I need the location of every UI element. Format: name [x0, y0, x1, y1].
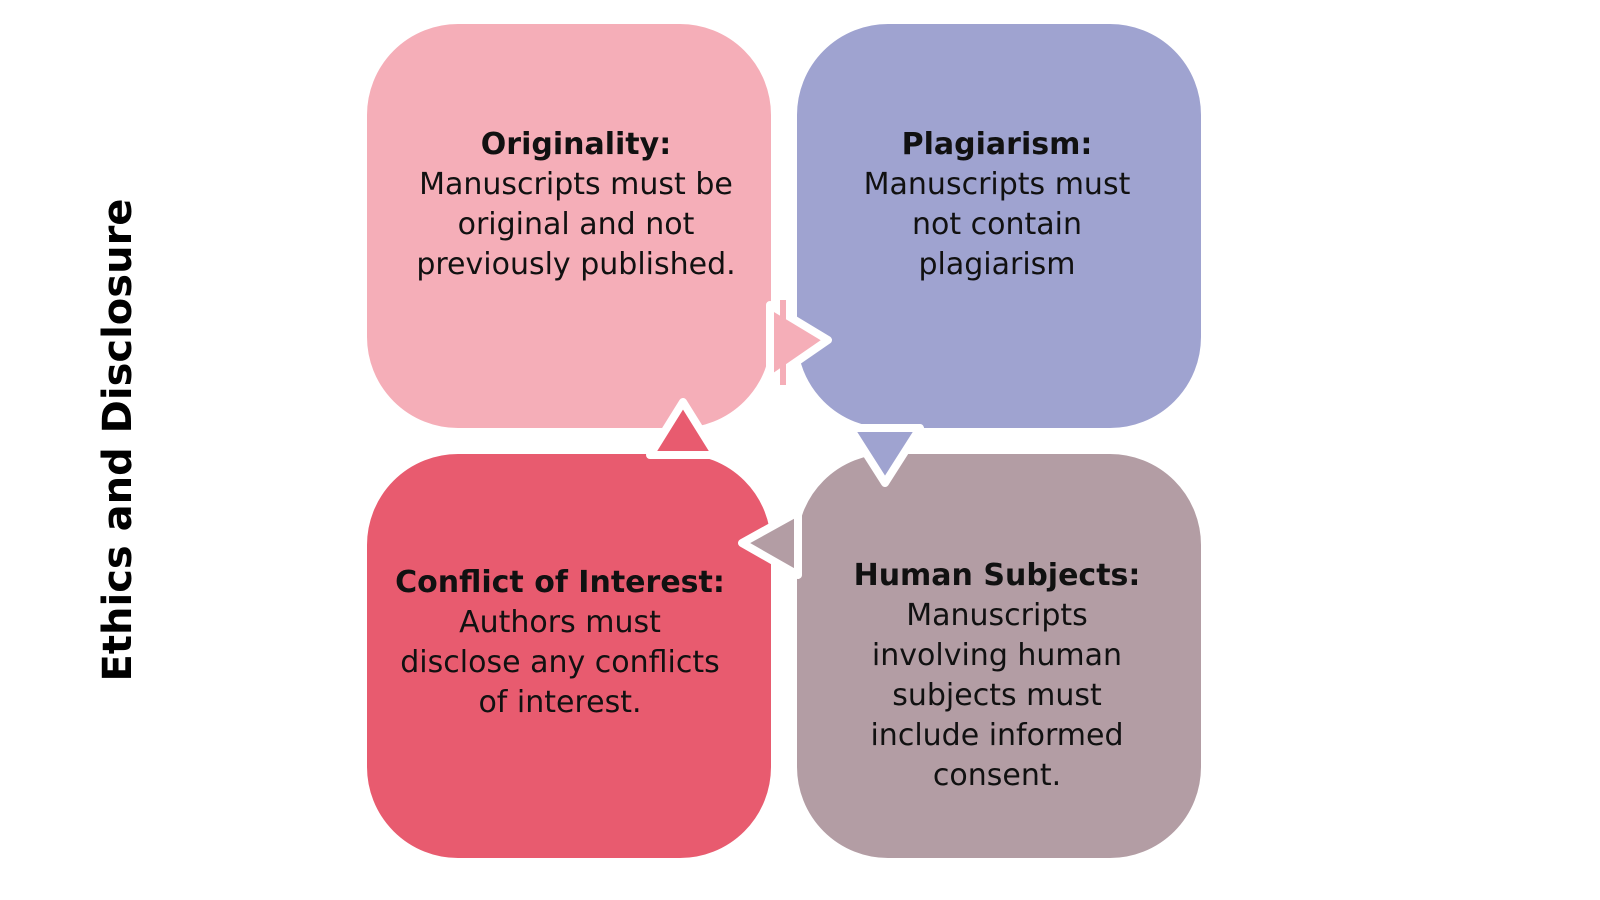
card-heading: Human Subjects: — [853, 558, 1141, 593]
conflict-card: Conflict of Interest: Authors must discl… — [395, 563, 725, 723]
card-line: consent. — [932, 758, 1062, 793]
conflict-tail — [646, 398, 720, 459]
card-heading: Plagiarism: — [901, 127, 1093, 162]
originality-card: Originality: Manuscripts must be origina… — [416, 125, 735, 285]
card-line: subjects must — [892, 678, 1102, 713]
human-subjects-tail — [738, 508, 802, 579]
diagram-title: Ethics and Disclosure — [95, 198, 141, 682]
plagiarism-card: Plagiarism: Manuscripts must not contain… — [864, 125, 1131, 285]
card-line: plagiarism — [918, 247, 1076, 282]
card-line: Manuscripts must — [863, 167, 1131, 202]
card-line: disclose any conflicts — [400, 645, 720, 680]
card-line: previously published. — [416, 247, 736, 282]
conflict-bubble — [359, 446, 779, 866]
card-line: original and not — [457, 207, 695, 242]
plagiarism-tail — [846, 424, 924, 487]
human-subjects-bubble — [789, 446, 1209, 866]
card-line: of interest. — [478, 685, 642, 720]
card-line: Manuscripts must be — [419, 167, 733, 202]
human-subjects-card: Human Subjects: Manuscripts involving hu… — [854, 556, 1141, 796]
originality-bubble — [359, 16, 779, 436]
card-line: include informed — [870, 718, 1124, 753]
card-line: not contain — [911, 207, 1083, 242]
card-line: Manuscripts — [906, 598, 1088, 633]
plagiarism-bubble — [789, 16, 1209, 436]
card-heading: Originality: — [480, 127, 672, 162]
card-line: Authors must — [459, 605, 661, 640]
card-heading: Conflict of Interest: — [395, 565, 725, 600]
card-line: involving human — [871, 638, 1123, 673]
